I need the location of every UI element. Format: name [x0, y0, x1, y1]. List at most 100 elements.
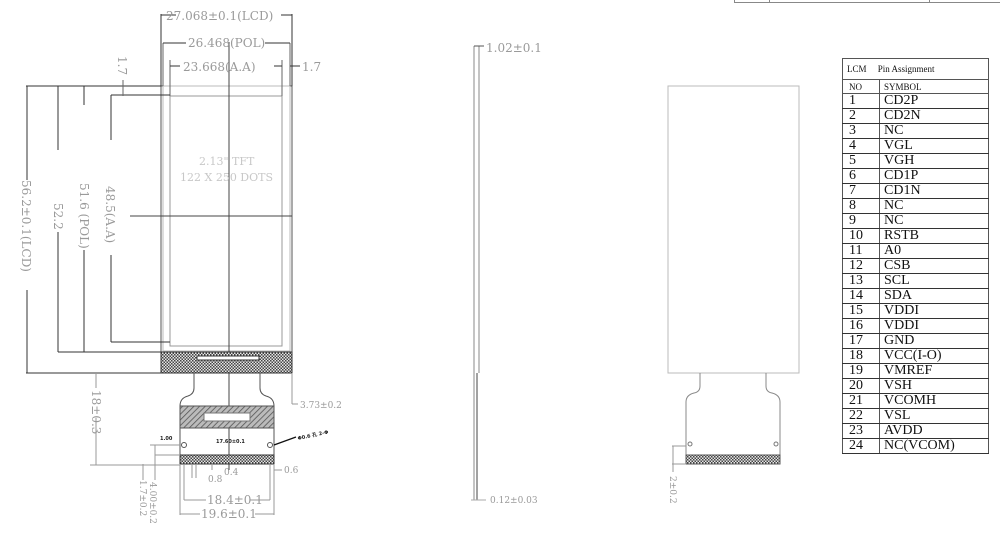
pin-no: 10 — [842, 228, 880, 244]
dim-fpc-bend: 3.73±0.2 — [300, 401, 342, 411]
pin-no: 19 — [842, 363, 880, 379]
pin-no: 11 — [842, 243, 880, 259]
pin-symbol: SCL — [879, 273, 989, 289]
dim-fpc-thickness: 0.12±0.03 — [490, 496, 538, 506]
pin-no: 2 — [842, 108, 880, 124]
pin-symbol: A0 — [879, 243, 989, 259]
fpc-pin1-mark: 1.00 — [160, 436, 173, 442]
col-header-symbol: SYMBOL — [879, 79, 989, 94]
dim-contact-length: 2±0.2 — [667, 476, 677, 504]
fpc-code: 17.60±0.1 — [216, 439, 245, 445]
dim-stiffener-height: 4.00±0.2 — [147, 482, 157, 524]
pin-symbol: AVDD — [879, 423, 989, 439]
pin-no: 3 — [842, 123, 880, 139]
pin-no: 18 — [842, 348, 880, 364]
pin-no: 20 — [842, 378, 880, 394]
pin-symbol: VCOMH — [879, 393, 989, 409]
pin-no: 12 — [842, 258, 880, 274]
table-title-pin-assignment: Pin Assignment — [877, 64, 935, 74]
pin-symbol: CD2N — [879, 108, 989, 124]
pin-no: 4 — [842, 138, 880, 154]
pin-symbol: CD1N — [879, 183, 989, 199]
pin-no: 21 — [842, 393, 880, 409]
dim-thickness: 1.02±0.1 — [486, 41, 542, 55]
dim-edge-offset: 0.6 — [284, 466, 299, 476]
dim-width-pol: 26.468(POL) — [188, 36, 265, 50]
pin-no: 13 — [842, 273, 880, 289]
pin-no: 14 — [842, 288, 880, 304]
dim-pitch: 0.4 — [224, 468, 239, 478]
pin-symbol: VSL — [879, 408, 989, 424]
stiffener-label: 补强背胶区域 — [206, 414, 237, 421]
pin-symbol: CD1P — [879, 168, 989, 184]
pin-no: 7 — [842, 183, 880, 199]
dim-height-pol: 51.6 (POL) — [77, 183, 91, 249]
pin-symbol: CSB — [879, 258, 989, 274]
pin-symbol: VCC(I-O) — [879, 348, 989, 364]
fpc-hole-note: Φ0.6 孔 2-Φ — [297, 429, 329, 442]
pin-symbol: NC — [879, 198, 989, 214]
table-title: LCM Pin Assignment — [842, 58, 989, 80]
dim-fpc-length: 18±0.3 — [89, 390, 103, 434]
pin-no: 24 — [842, 438, 880, 454]
pin-symbol: VGL — [879, 138, 989, 154]
dim-fpc-width: 19.6±0.1 — [201, 507, 257, 521]
pin-no: 6 — [842, 168, 880, 184]
pin-no: 8 — [842, 198, 880, 214]
pin-no: 22 — [842, 408, 880, 424]
pin-no: 1 — [842, 93, 880, 109]
back-view — [667, 85, 800, 472]
pin-symbol: SDA — [879, 288, 989, 304]
dim-height-lcd: 56.2±0.1(LCD) — [19, 180, 33, 272]
dim-contact-height: 1.7±0.2 — [137, 480, 147, 516]
pin-symbol: NC(VCOM) — [879, 438, 989, 454]
pin-symbol: RSTB — [879, 228, 989, 244]
dim-left-margin: 1.7 — [115, 56, 129, 75]
pin-no: 16 — [842, 318, 880, 334]
dim-height-aa: 48.5(A.A) — [103, 186, 117, 243]
dim-right-margin: 1.7 — [302, 60, 321, 74]
title-block-fragment — [734, 0, 1000, 3]
front-view — [26, 14, 300, 515]
panel-label-resolution: 122 X 250 DOTS — [180, 171, 273, 184]
pin-no: 9 — [842, 213, 880, 229]
table-title-lcm: LCM — [847, 64, 867, 74]
dim-width-lcd: 27.068±0.1(LCD) — [166, 9, 273, 23]
pin-no: 15 — [842, 303, 880, 319]
pin-no: 5 — [842, 153, 880, 169]
pin-symbol: CD2P — [879, 93, 989, 109]
pin-symbol: VDDI — [879, 318, 989, 334]
side-view — [471, 45, 486, 501]
dim-pad-width: 0.8 — [208, 475, 223, 485]
pin-symbol: VMREF — [879, 363, 989, 379]
pin-symbol: VDDI — [879, 303, 989, 319]
pin-no: 17 — [842, 333, 880, 349]
pin-symbol: VGH — [879, 153, 989, 169]
pin-symbol: NC — [879, 213, 989, 229]
